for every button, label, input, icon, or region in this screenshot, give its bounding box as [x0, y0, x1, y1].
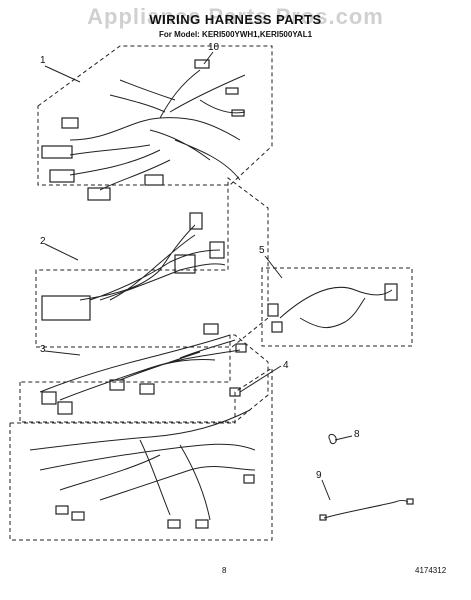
- leader-2: [44, 243, 79, 261]
- callout-10: 10: [208, 42, 220, 53]
- leader-4: [239, 365, 282, 393]
- part-9-terminal-left: [319, 514, 327, 521]
- group-outline-3: [19, 334, 269, 423]
- group-outline-1: [37, 45, 273, 186]
- callout-1: 1: [40, 55, 46, 66]
- group-outline-5: [261, 267, 413, 347]
- group-outline-2: [35, 177, 269, 348]
- leader-1: [44, 65, 81, 83]
- model-subtitle: For Model: KERI500YWH1,KERI500YAL1: [158, 30, 313, 39]
- part-9-terminal-right: [406, 498, 414, 505]
- callout-9: 9: [316, 470, 322, 481]
- harness-4-connectors: [55, 387, 255, 529]
- leader-5: [264, 255, 283, 279]
- harness-5-connectors: [267, 283, 398, 333]
- callout-2: 2: [40, 236, 46, 247]
- harness-3-connectors: [41, 323, 247, 415]
- leader-8: [334, 435, 353, 441]
- group-outline-4: [9, 367, 273, 541]
- harness-3-wires: [39, 334, 241, 401]
- harness-1-wires: [69, 69, 246, 191]
- page-number: 8: [222, 566, 227, 575]
- leader-3: [44, 350, 81, 356]
- callout-4: 4: [283, 360, 289, 371]
- watermark: Appliance Parts Pros.com: [87, 4, 384, 29]
- harness-1-connectors: [41, 59, 245, 201]
- harness-4-wires: [29, 409, 256, 521]
- leader-10: [203, 51, 214, 65]
- harness-5-wire: [279, 286, 393, 328]
- harness-2-connectors: [41, 212, 225, 321]
- part-8-clip: [328, 433, 337, 445]
- page-title: WIRING HARNESS PARTS: [149, 12, 322, 27]
- document-number: 4174312: [415, 566, 447, 575]
- callout-8: 8: [354, 429, 360, 440]
- callout-5: 5: [259, 245, 265, 256]
- part-9-wire: [323, 500, 409, 519]
- leader-9: [321, 479, 331, 501]
- harness-2-wires: [79, 224, 226, 301]
- callout-3: 3: [40, 344, 46, 355]
